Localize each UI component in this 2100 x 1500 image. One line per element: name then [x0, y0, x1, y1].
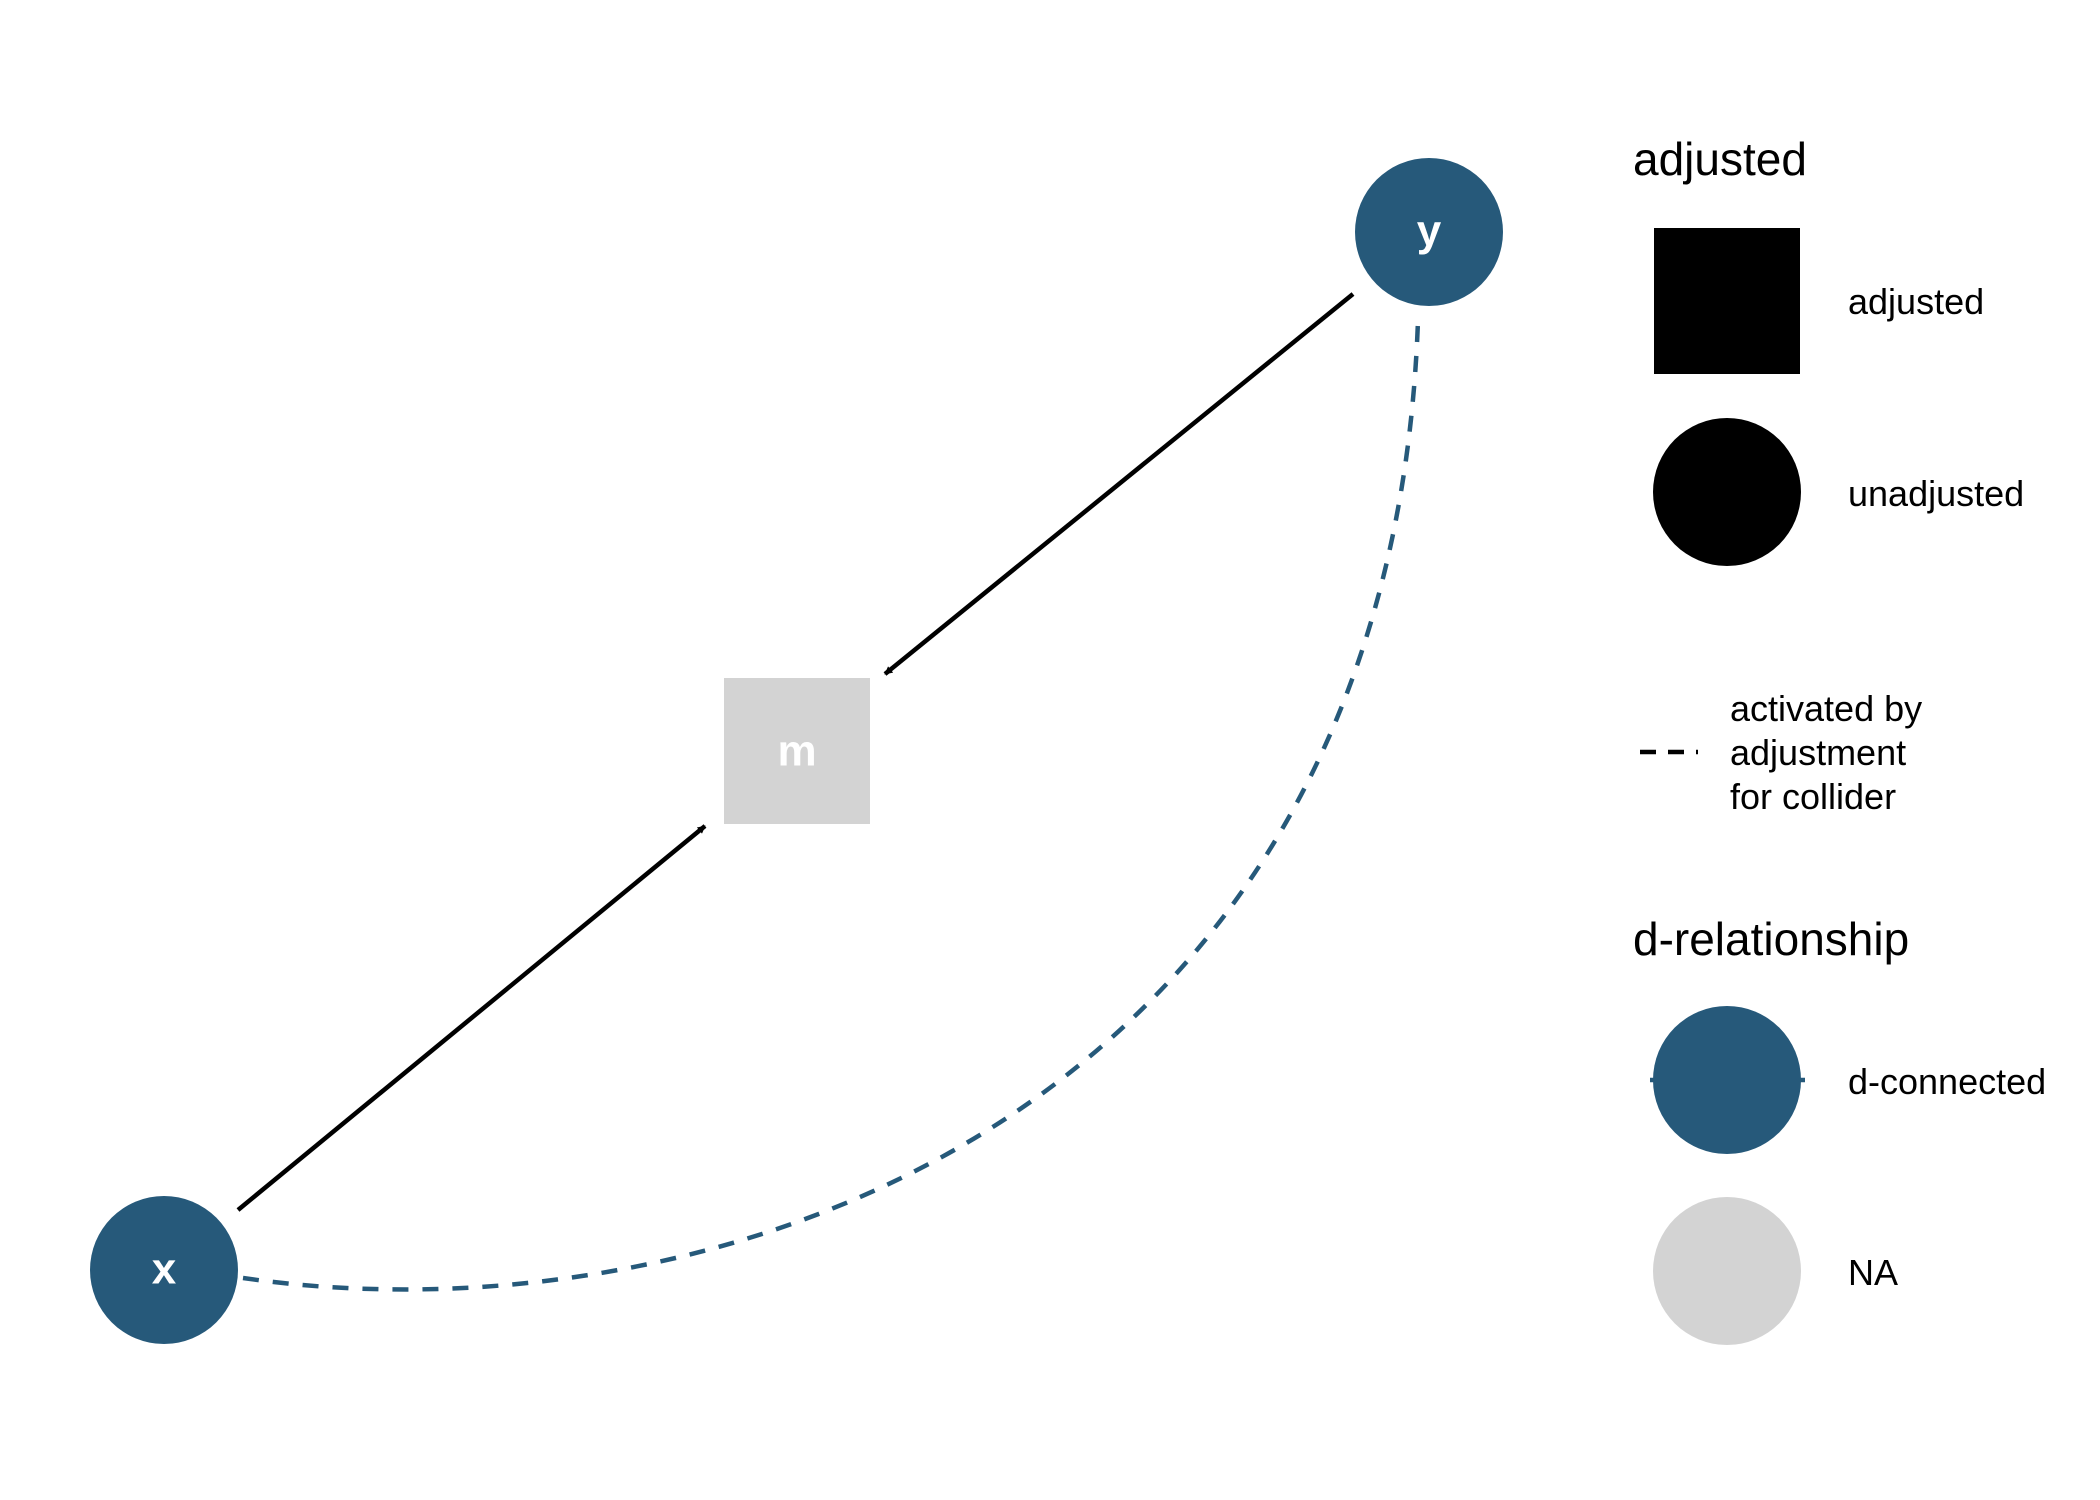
edge-x-y-dashed [242, 319, 1421, 1292]
legend-circle-icon [1653, 418, 1801, 566]
node-x: x [90, 1196, 238, 1344]
legend-square-icon [1654, 228, 1800, 374]
node-m-label: m [777, 727, 816, 776]
legend-d-relationship: d-relationship d-connected NA [1633, 913, 2046, 1345]
node-y-label: y [1417, 207, 1442, 256]
node-m: m [724, 678, 870, 824]
node-m-shape [724, 678, 870, 824]
legend-d-connected-icon [1653, 1006, 1801, 1154]
node-y: y [1355, 158, 1503, 306]
legend-linetype-line-1: activated by [1730, 688, 1922, 729]
node-x-label: x [152, 1245, 177, 1294]
legend-na-icon [1653, 1197, 1801, 1345]
edge-y-to-m [883, 292, 1355, 676]
legend-na-label: NA [1848, 1252, 1898, 1293]
node-y-shape [1355, 158, 1503, 306]
legend-linetype-line-3: for collider [1730, 776, 1896, 817]
legend-adjusted-title: adjusted [1633, 133, 1807, 185]
legend-linetype: activated by adjustment for collider [1640, 688, 1922, 817]
legend-linetype-line-2: adjustment [1730, 732, 1906, 773]
legend-adjusted: adjusted adjusted unadjusted [1633, 133, 2024, 566]
legend-d-relationship-title: d-relationship [1633, 913, 1909, 965]
legend-d-connected-label: d-connected [1848, 1061, 2046, 1102]
legend-unadjusted-label: unadjusted [1848, 473, 2024, 514]
legend-adjusted-label: adjusted [1848, 281, 1984, 322]
node-x-shape [90, 1196, 238, 1344]
edge-x-to-m [236, 824, 707, 1212]
